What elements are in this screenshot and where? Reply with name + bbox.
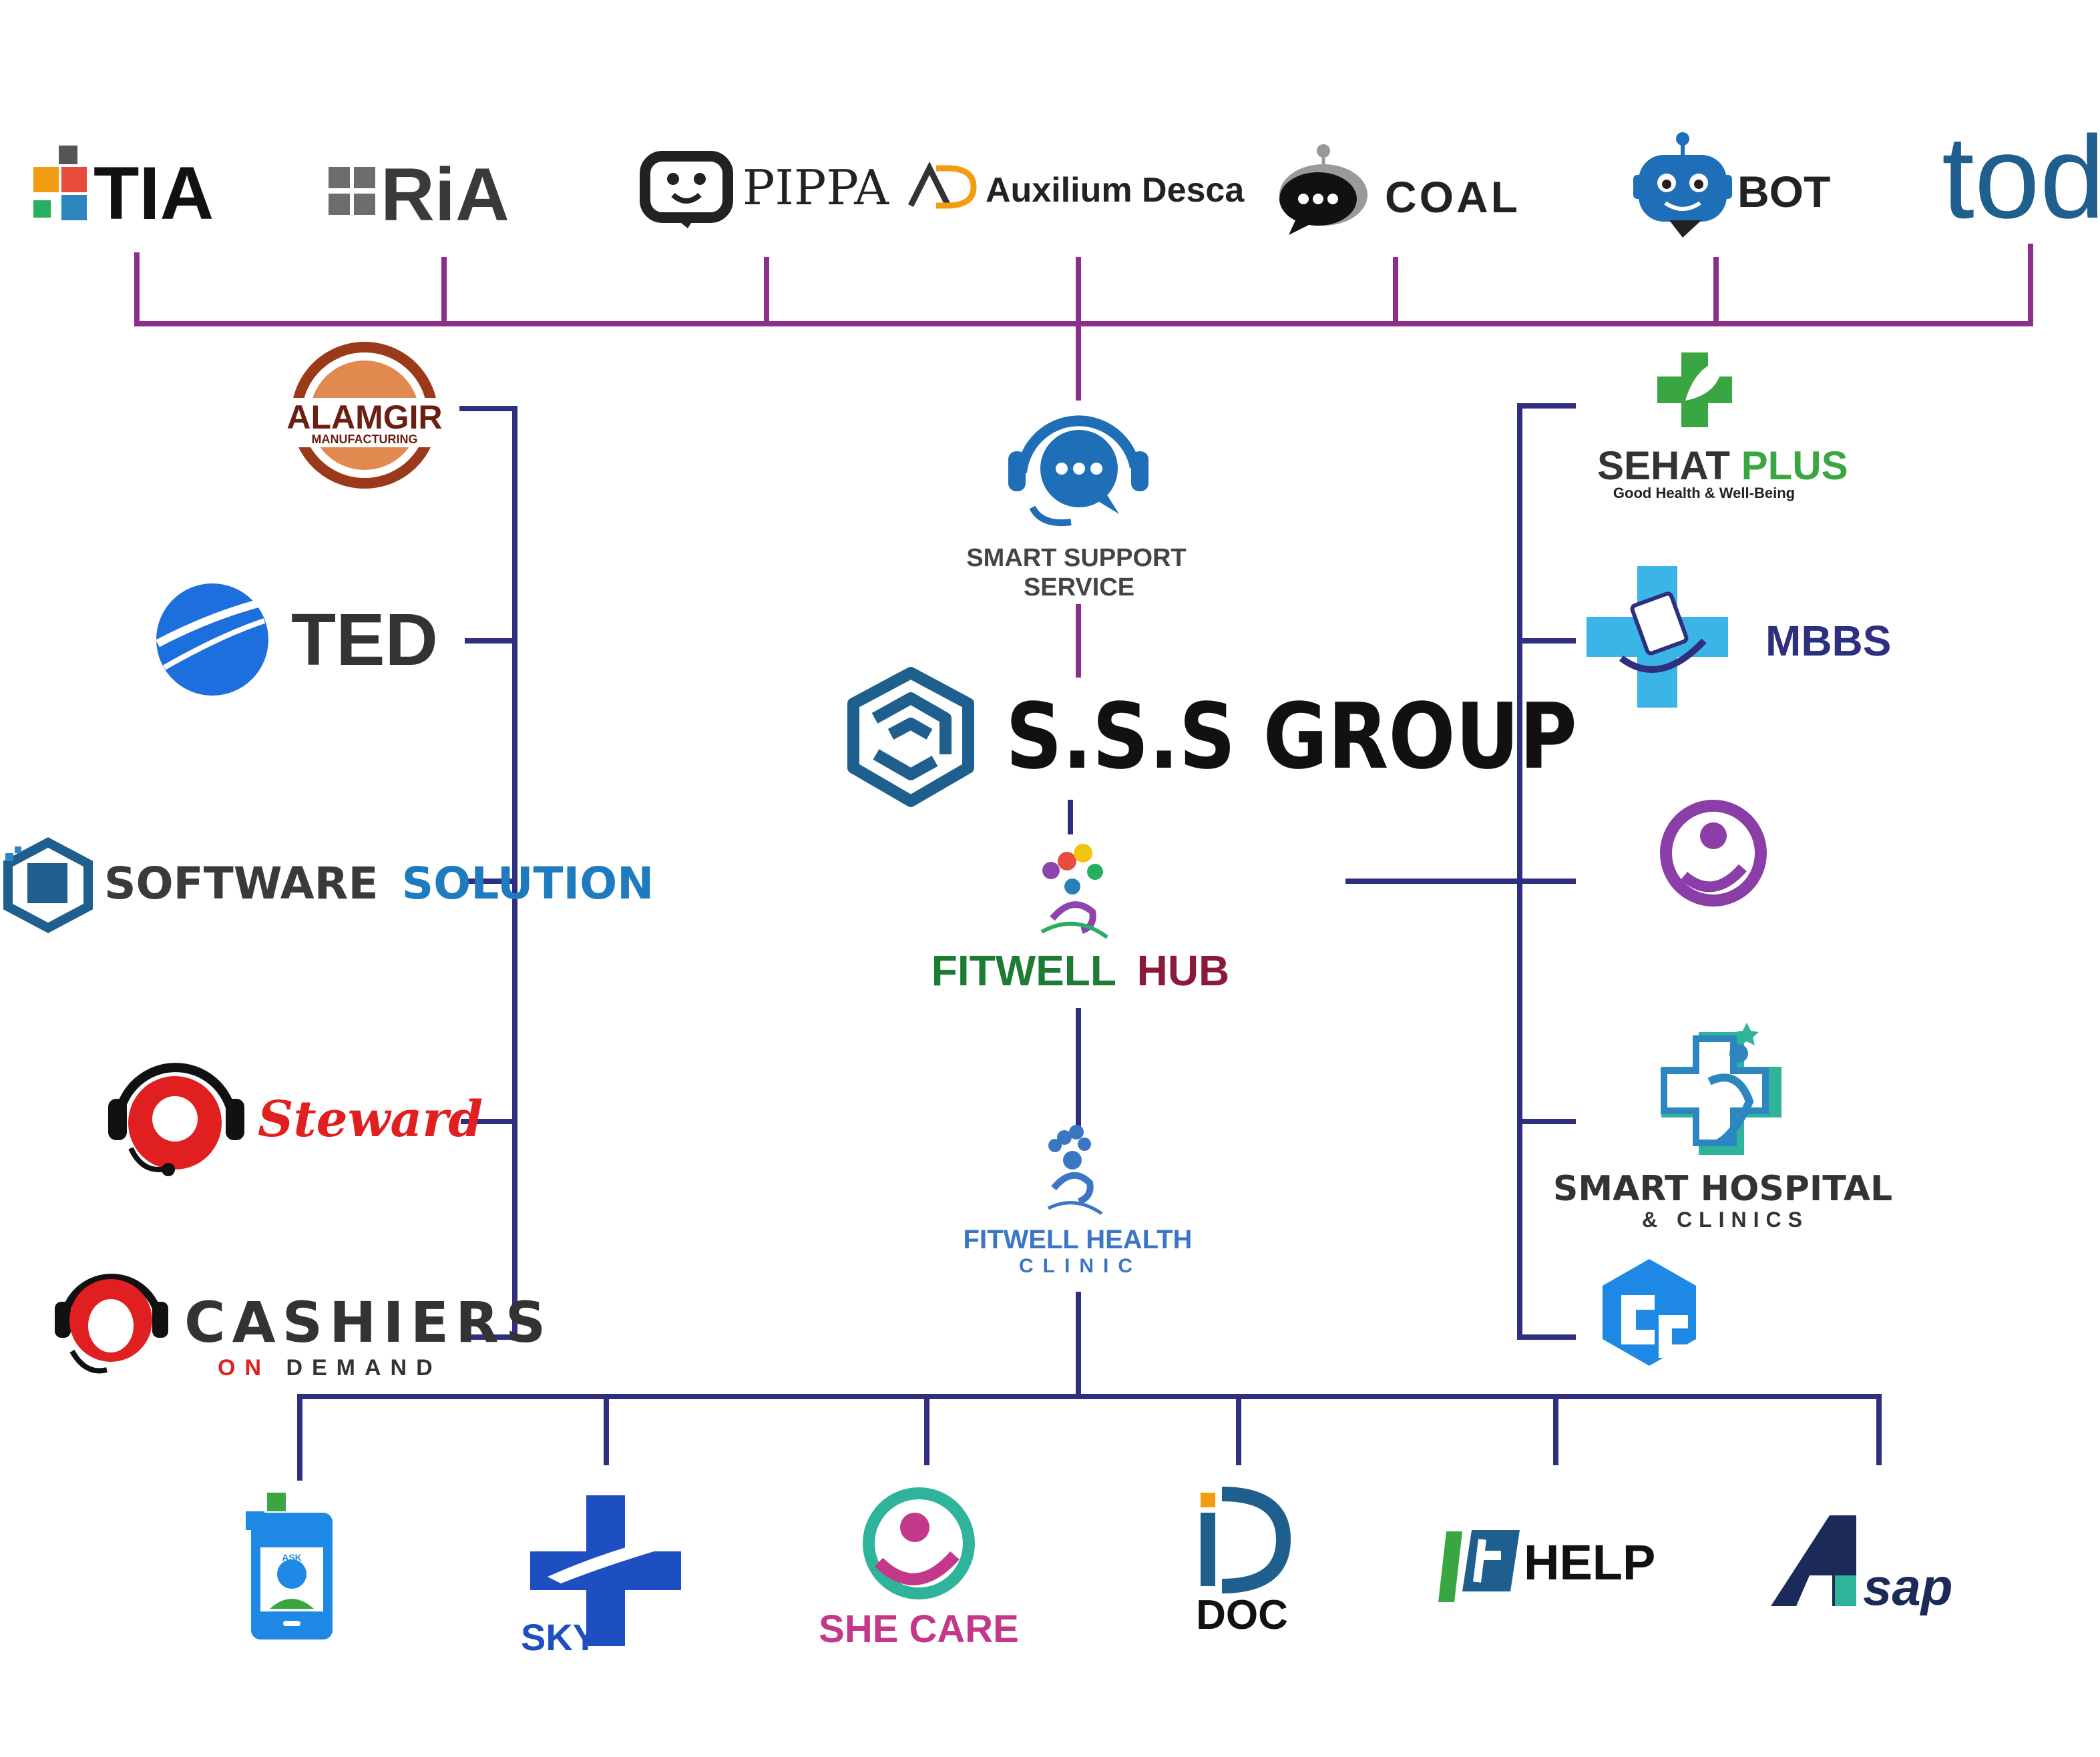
logo-smart-hospital: SMART HOSPITAL & CLINICS <box>1553 1023 1892 1232</box>
ria-squares-icon <box>329 167 375 215</box>
globe-swoosh-icon <box>156 583 270 696</box>
cashiers-label: CASHIERS <box>184 1290 552 1355</box>
logo-asap: sap <box>1771 1515 1952 1616</box>
logo-auxilium: Auxilium Desca <box>907 161 1245 210</box>
medical-cross-document-icon <box>1587 566 1728 708</box>
smart-support-line1: SMART SUPPORT <box>966 544 1186 572</box>
d-monogram-icon <box>1201 1487 1291 1593</box>
top-connector-lines <box>134 244 2033 678</box>
ria-label: RiA <box>381 153 509 236</box>
cashiers-demand: DEMAND <box>286 1355 441 1380</box>
logo-she-care-right <box>1660 800 1767 907</box>
robot-head-icon <box>1633 132 1732 238</box>
sehat-part1: SEHAT <box>1597 443 1730 488</box>
fitwell-clinic-line2: CLINIC <box>1019 1255 1142 1277</box>
software-part2: SOLUTION <box>402 858 654 909</box>
smart-hospital-line1: SMART HOSPITAL <box>1553 1169 1892 1209</box>
fitwell-hub-part2: HUB <box>1137 947 1230 995</box>
cashiers-ondemand: ON DEMAND <box>218 1355 442 1380</box>
group-connector-lines <box>297 403 1882 1481</box>
tod-label: tod <box>1942 112 2100 243</box>
she-care-label: SHE CARE <box>819 1607 1019 1651</box>
software-solution-label: SOFTWARE SOLUTION <box>104 858 654 909</box>
logo-sss-group: S.S.S GROUP <box>847 667 1577 807</box>
logo-tod: tod <box>1942 112 2100 243</box>
medical-cross-leaf-icon <box>1657 352 1732 427</box>
auxilium-label: Auxilium Desca <box>986 171 1245 210</box>
logo-help: HELP <box>1438 1530 1655 1602</box>
logo-ted: TED <box>156 583 438 696</box>
sehat-part2: PLUS <box>1741 443 1848 488</box>
logo-she-care: SHE CARE <box>819 1487 1019 1651</box>
logo-sehat-plus: SEHAT PLUS Good Health & Well-Being <box>1597 352 1848 501</box>
logo-sky: SKY <box>521 1495 681 1658</box>
mbbs-label: MBBS <box>1765 617 1891 665</box>
mother-child-icon <box>863 1487 975 1599</box>
cashiers-on: ON <box>218 1355 270 1380</box>
flower-person-icon <box>1040 844 1108 939</box>
logo-hexagon-cc <box>1603 1259 1696 1366</box>
sehat-plus-label: SEHAT PLUS <box>1597 443 1848 488</box>
logo-doc: DOC <box>1196 1487 1291 1638</box>
logo-bot: BOT <box>1633 132 1830 238</box>
asap-label: sap <box>1863 1557 1952 1616</box>
headset-avatar-icon <box>55 1274 168 1374</box>
logo-steward: Steward <box>108 1063 483 1176</box>
logo-coal: COAL <box>1279 144 1520 235</box>
h-monogram-icon <box>1438 1530 1520 1602</box>
hex-cube-icon <box>3 837 93 933</box>
tia-label: TIA <box>93 152 214 235</box>
gear-badge-icon <box>287 342 442 489</box>
sky-label: SKY <box>521 1616 598 1658</box>
mother-child-icon <box>1660 800 1767 907</box>
ask-label: ASK <box>282 1552 302 1563</box>
headset-chat-icon <box>1008 415 1148 526</box>
logo-alamgir: ALAMGIR MANUFACTURING <box>286 342 443 489</box>
logo-ask: ASK <box>246 1493 333 1640</box>
logo-fitwell-hub: FITWELL HUB <box>931 844 1230 995</box>
hexagon-knot-icon <box>847 667 974 807</box>
fitwell-clinic-line1: FITWELL HEALTH <box>964 1225 1193 1254</box>
alamgir-label: ALAMGIR <box>286 399 442 436</box>
help-label: HELP <box>1524 1535 1655 1590</box>
chat-bot-icon <box>1279 144 1368 235</box>
fitwell-hub-part1: FITWELL <box>931 947 1116 995</box>
alamgir-sub: MANUFACTURING <box>312 433 418 446</box>
hex-cube-accent <box>5 846 21 861</box>
ad-monogram-icon <box>907 161 977 209</box>
logo-pippa: PIPPA <box>640 151 889 228</box>
logo-ria: RiA <box>329 153 509 236</box>
coal-label: COAL <box>1385 172 1520 222</box>
logo-fitwell-clinic: FITWELL HEALTH CLINIC <box>964 1125 1193 1277</box>
cross-person-icon <box>1661 1023 1781 1155</box>
cross-plane-icon <box>530 1495 681 1646</box>
flower-person-icon <box>1047 1125 1103 1216</box>
headset-avatar-icon <box>108 1063 244 1176</box>
fitwell-hub-label: FITWELL HUB <box>931 947 1230 995</box>
hexagon-cc-icon <box>1603 1259 1696 1366</box>
logo-cashiers: CASHIERS ON DEMAND <box>55 1274 552 1380</box>
phone-avatar-icon <box>246 1493 333 1640</box>
steward-label: Steward <box>258 1091 483 1148</box>
logo-smart-support: SMART SUPPORT SERVICE <box>966 415 1187 601</box>
logo-software-solution: SOFTWARE SOLUTION <box>3 837 654 933</box>
logo-mbbs: MBBS <box>1587 566 1891 708</box>
logo-tia: TIA <box>33 146 214 235</box>
bot-label: BOT <box>1737 167 1830 216</box>
sss-group-label: S.S.S GROUP <box>1006 684 1577 789</box>
robot-face-icon <box>640 151 733 228</box>
pippa-label: PIPPA <box>743 160 889 216</box>
a-monogram-icon <box>1771 1515 1856 1606</box>
doc-label: DOC <box>1196 1592 1288 1638</box>
ted-label: TED <box>291 599 438 681</box>
software-part1: SOFTWARE <box>104 858 379 909</box>
smart-hospital-line2: & CLINICS <box>1642 1208 1809 1232</box>
tia-squares-icon <box>33 146 87 220</box>
smart-support-line2: SERVICE <box>1024 573 1134 601</box>
sehat-tagline: Good Health & Well-Being <box>1613 485 1795 501</box>
